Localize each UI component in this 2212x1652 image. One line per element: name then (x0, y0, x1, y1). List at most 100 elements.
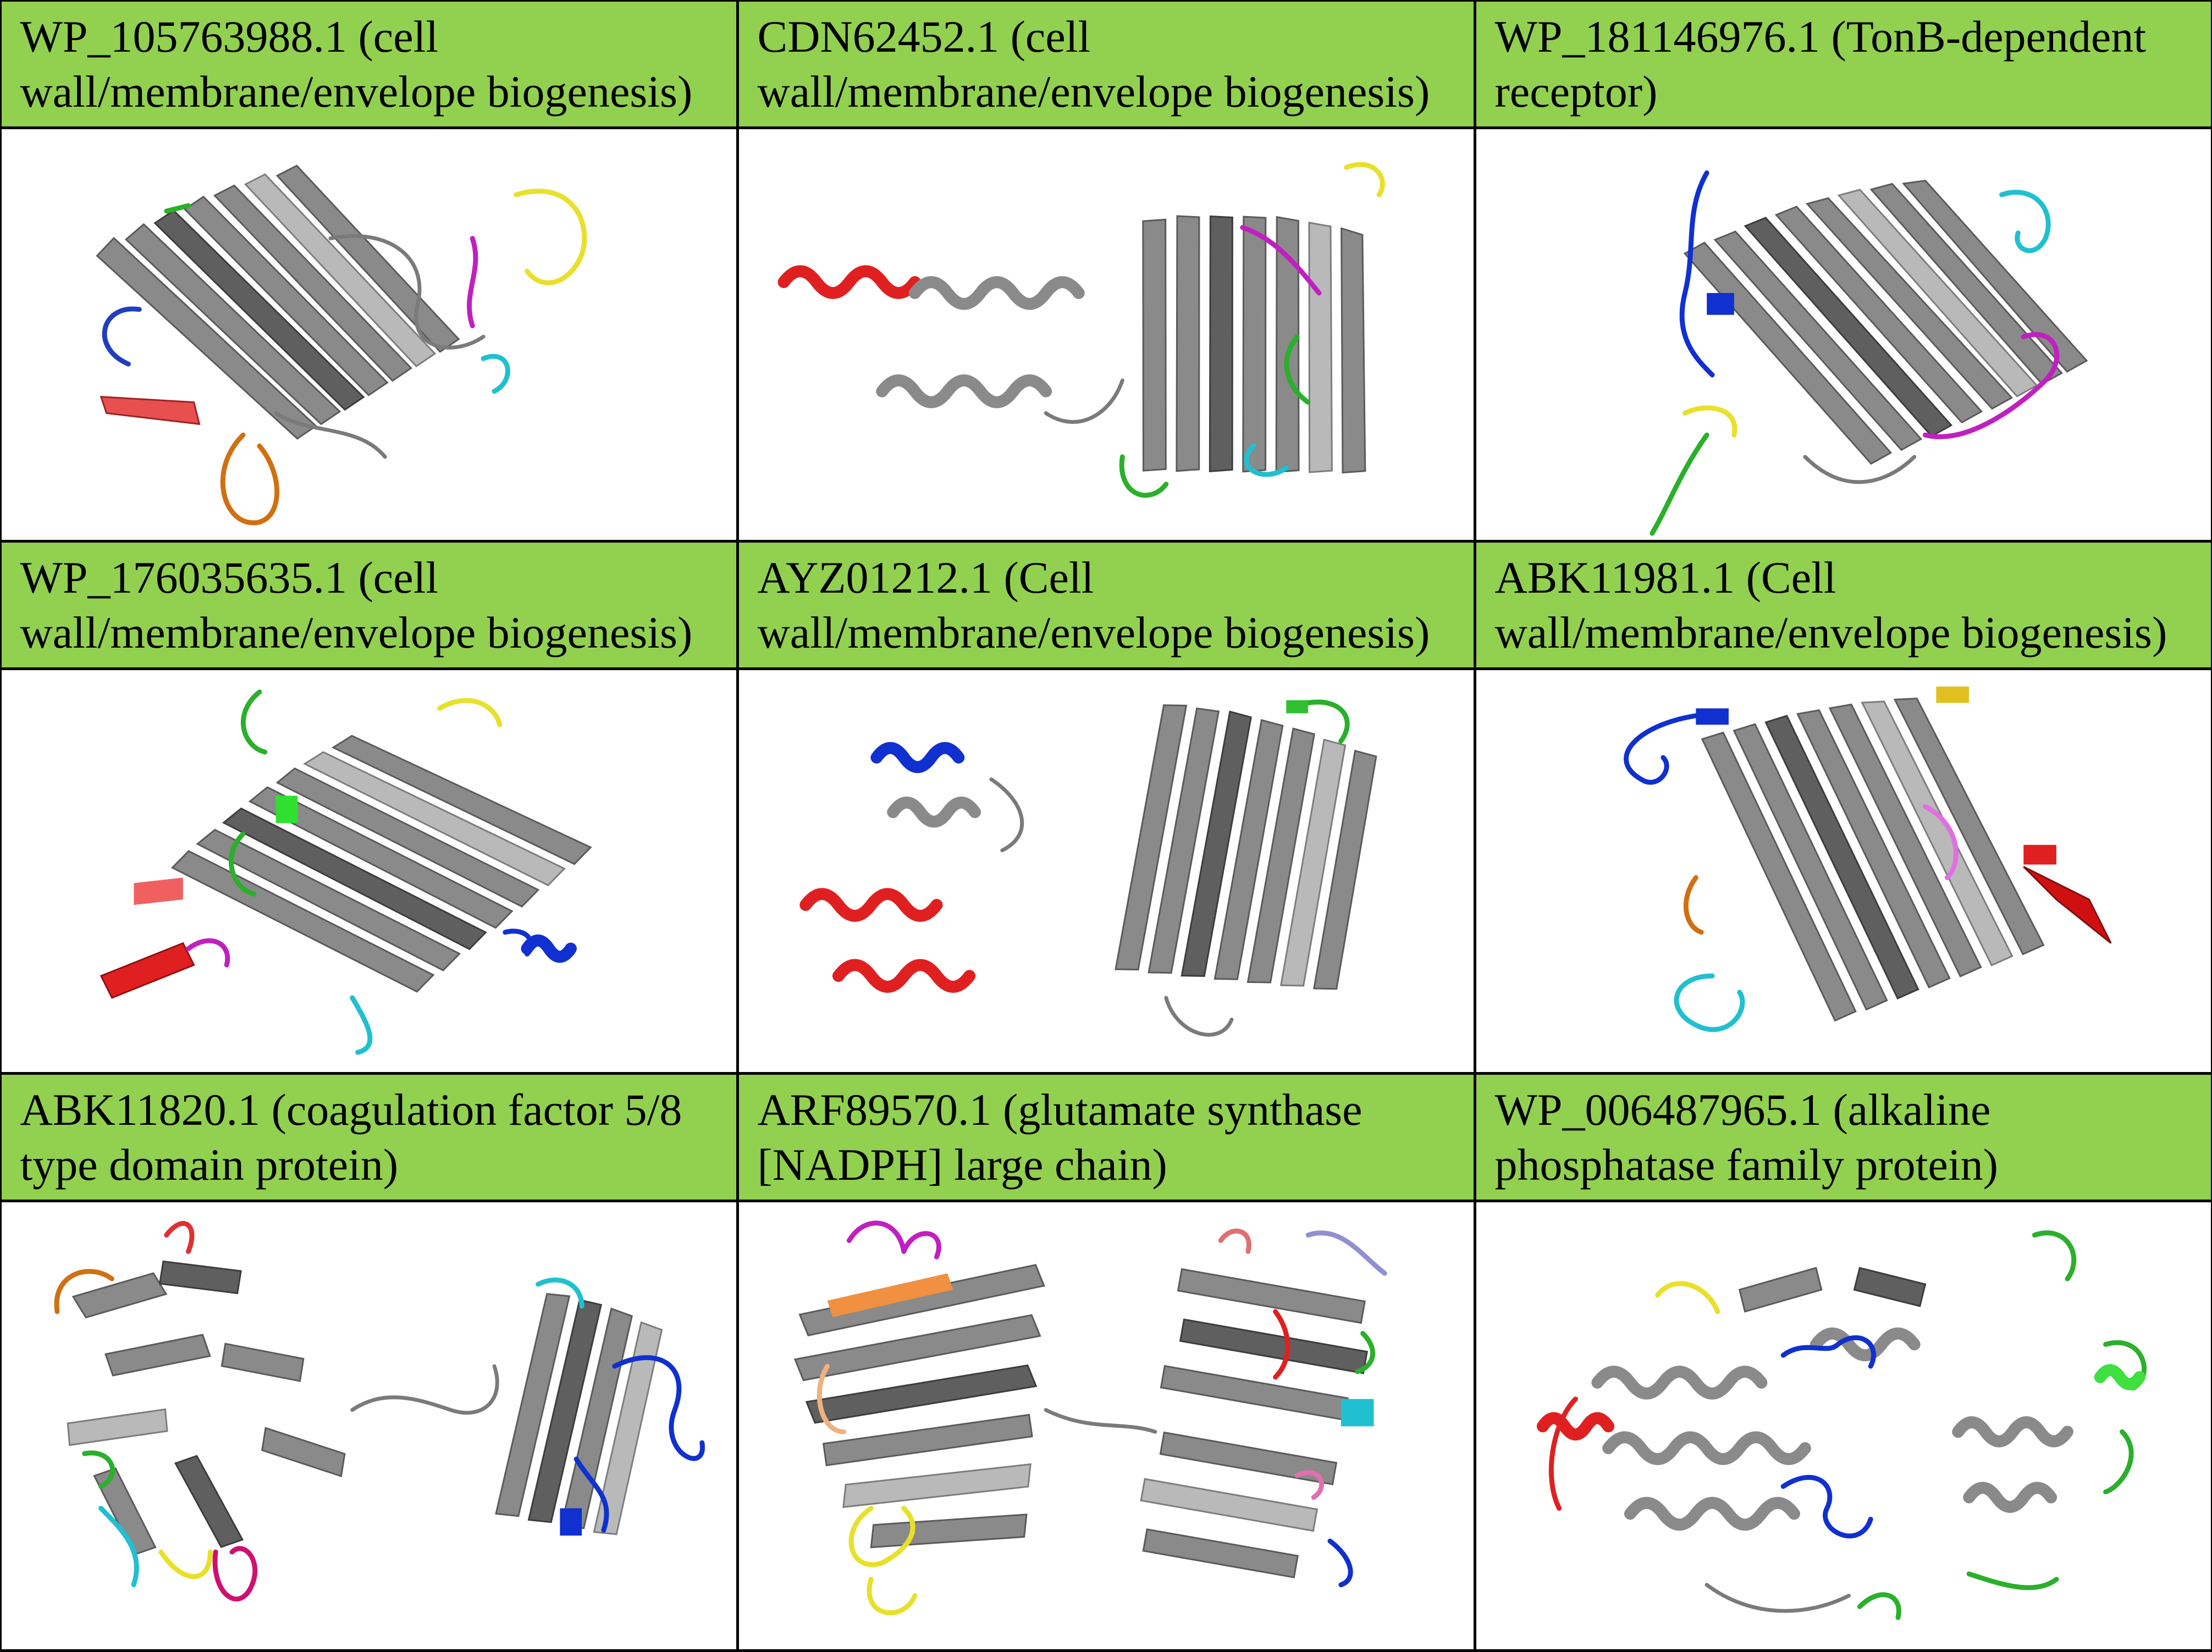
panel-title-line1: ABK11981.1 (Cell (1495, 550, 2211, 605)
panel-title-line2: [NADPH] large chain) (758, 1137, 1474, 1192)
ribbon-diagram (2, 670, 736, 1072)
highlight-strand (1286, 700, 1308, 713)
highlight-strand (1696, 708, 1729, 725)
highlight-strand (275, 795, 297, 823)
panel-header-9: WP_006487965.1 (alkaline phosphatase fam… (1474, 1072, 2212, 1202)
beta-strand (868, 1504, 1029, 1558)
ribbon-diagram (739, 1202, 1474, 1649)
panel-header-7: ABK11820.1 (coagulation factor 5/8 type … (0, 1072, 739, 1202)
highlight-loop (516, 191, 584, 283)
panel-title-line2: receptor) (1495, 64, 2211, 119)
panel-header-6: ABK11981.1 (Cell wall/membrane/envelope … (1474, 540, 2212, 670)
highlight-loop (1308, 1233, 1384, 1273)
highlight-loop (1676, 976, 1742, 1030)
highlight-loop (1346, 164, 1382, 195)
beta-strand (104, 1334, 211, 1376)
ribbon-diagram (1476, 1202, 2211, 1649)
loop (1805, 457, 1914, 482)
highlight-strand (1707, 293, 1734, 315)
beta-strand (1143, 1529, 1298, 1577)
highlight-loop (161, 1552, 209, 1577)
beta-strand (1141, 1479, 1317, 1531)
beta-strand (1160, 1432, 1336, 1484)
highlight-loop (1221, 1231, 1249, 1251)
highlight-loop (1330, 1541, 1350, 1585)
panel-header-8: ARF89570.1 (glutamate synthase [NADPH] l… (736, 1072, 1476, 1202)
beta-strand (67, 1409, 168, 1445)
panel-title-line2: wall/membrane/envelope biogenesis) (1495, 605, 2211, 660)
highlight-helix (876, 748, 958, 767)
alpha-helix (1597, 1372, 1761, 1394)
ribbon-diagram (739, 670, 1474, 1072)
beta-strand (175, 1452, 243, 1550)
alpha-helix (1816, 1333, 1914, 1355)
highlight-loop (215, 1548, 255, 1599)
panel-title-line2: wall/membrane/envelope biogenesis) (758, 64, 1474, 119)
loop (1707, 1584, 1849, 1611)
alpha-helix (893, 802, 975, 821)
ribbon-diagram (739, 129, 1474, 540)
highlight-loop (439, 700, 499, 725)
highlight-strand (101, 943, 194, 997)
highlight-loop (223, 435, 277, 523)
beta-strand (219, 1337, 305, 1388)
highlight-loop (104, 308, 139, 363)
panel-title-line1: CDN62452.1 (cell (758, 9, 1474, 64)
highlight-loop (166, 1223, 191, 1251)
alpha-helix (1969, 1488, 2051, 1507)
alpha-helix (882, 380, 1046, 402)
beta-strand (71, 1272, 167, 1318)
highlight-helix (838, 965, 969, 987)
highlight-strand (1341, 1399, 1373, 1426)
ribbon-diagram (1476, 129, 2211, 540)
beta-strand (1180, 1319, 1367, 1373)
panel-title-line1: AYZ01212.1 (Cell (758, 550, 1474, 605)
protein-structure-image-1 (0, 126, 739, 543)
beta-strand (1178, 1269, 1365, 1323)
alpha-helix (1630, 1502, 1794, 1524)
panel-title-line1: WP_181146976.1 (TonB-dependent (1495, 9, 2211, 64)
highlight-strand (1936, 686, 1969, 703)
panel-title-line1: WP_006487965.1 (alkaline (1495, 1082, 2211, 1137)
highlight-loop (1783, 1338, 1873, 1536)
protein-structure-image-5 (736, 667, 1476, 1075)
panel-title-line1: WP_176035635.1 (cell (20, 550, 736, 605)
highlight-loop (849, 1223, 939, 1257)
alpha-helix (914, 282, 1078, 304)
beta-strand (1739, 1268, 1821, 1312)
panel-header-3: WP_181146976.1 (TonB-dependent receptor) (1474, 0, 2212, 129)
alpha-helix (1958, 1422, 2067, 1441)
highlight-loop (1652, 435, 1706, 533)
highlight-strand (101, 396, 199, 424)
highlight-loop (188, 941, 227, 965)
highlight-loop (1686, 877, 1701, 932)
loop (1166, 997, 1231, 1034)
ribbon-diagram (2, 129, 736, 540)
beta-strand (823, 1415, 1032, 1465)
beta-strand (158, 1255, 243, 1300)
highlight-helix (784, 271, 914, 293)
highlight-strand (134, 877, 183, 905)
beta-strand (840, 1458, 1033, 1512)
panel-title-line2: type domain protein) (20, 1137, 736, 1192)
protein-structure-image-3 (1474, 126, 2212, 543)
protein-structure-image-7 (0, 1200, 739, 1652)
highlight-strand (2023, 844, 2056, 864)
highlight-loop (483, 356, 508, 391)
beta-strand (260, 1421, 346, 1483)
highlight-strand (560, 1508, 582, 1535)
panel-title-line2: wall/membrane/envelope biogenesis) (20, 605, 736, 660)
alpha-helix (1608, 1437, 1805, 1459)
ribbon-diagram (1476, 670, 2211, 1072)
panel-header-2: CDN62452.1 (cell wall/membrane/envelope … (736, 0, 1476, 129)
protein-structure-image-4 (0, 667, 739, 1075)
loop (352, 1366, 497, 1413)
loop (1046, 1410, 1155, 1432)
panel-title-line1: ARF89570.1 (glutamate synthase (758, 1082, 1474, 1137)
highlight-loop (2001, 192, 2048, 250)
panel-title-line1: ABK11820.1 (coagulation factor 5/8 (20, 1082, 736, 1137)
highlight-helix (806, 894, 936, 916)
panel-title-line2: phosphatase family protein) (1495, 1137, 2211, 1192)
loop (991, 779, 1022, 850)
